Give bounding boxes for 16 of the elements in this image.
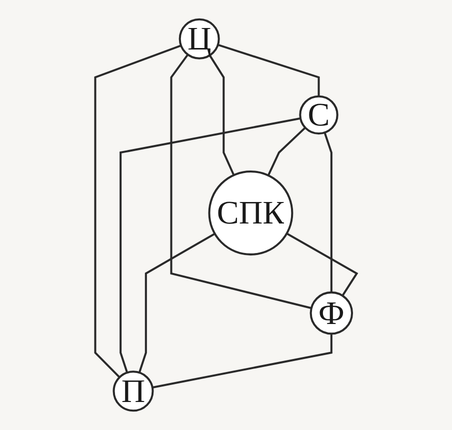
connector bbox=[324, 132, 332, 292]
node-circle bbox=[310, 291, 354, 335]
connector bbox=[218, 44, 320, 96]
node-circle bbox=[208, 170, 294, 256]
connector bbox=[267, 126, 306, 176]
network-diagram: Ц С СПК Ф П bbox=[4, 4, 448, 426]
connector bbox=[94, 44, 182, 378]
connector bbox=[208, 54, 235, 176]
connector bbox=[152, 334, 332, 388]
node-circle bbox=[112, 370, 154, 412]
connector bbox=[138, 232, 216, 373]
connector bbox=[170, 54, 312, 310]
connector bbox=[120, 117, 301, 373]
node-circle bbox=[178, 18, 220, 60]
node-circle bbox=[299, 95, 338, 135]
connector bbox=[286, 232, 358, 296]
